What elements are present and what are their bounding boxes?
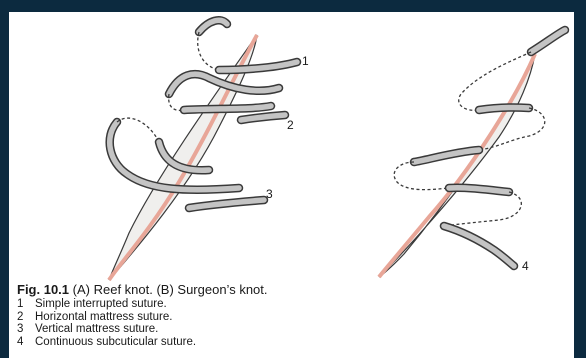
figure-panel: .so { fill: none; stroke: #3a3a3a; strok…: [9, 12, 574, 358]
callout-2: 2: [287, 118, 294, 132]
callout-4: 4: [522, 259, 529, 273]
figure-label: Fig. 10.1: [17, 282, 69, 297]
figure-caption: Fig. 10.1 (A) Reef knot. (B) Surgeon’s k…: [17, 282, 268, 348]
figure-title: (A) Reef knot. (B) Surgeon’s knot.: [73, 282, 268, 297]
callout-3: 3: [266, 187, 273, 201]
wound-right: [379, 54, 535, 277]
suture-continuous-subcuticular: 4: [394, 30, 565, 273]
callout-1: 1: [302, 54, 309, 68]
